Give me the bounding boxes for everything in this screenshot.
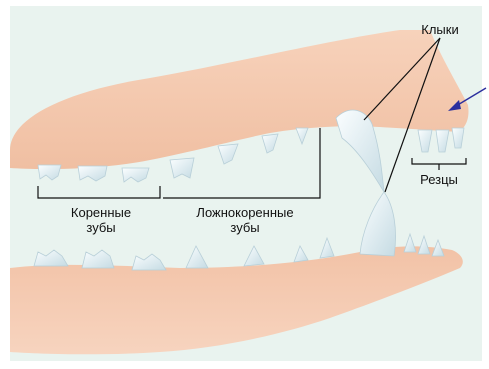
lower-premolar-tooth bbox=[320, 238, 334, 258]
label-molars: Коренные зубы bbox=[56, 205, 146, 235]
incisors-bracket bbox=[412, 158, 466, 164]
upper-premolar-tooth bbox=[170, 158, 194, 178]
label-canines: Клыки bbox=[410, 22, 470, 37]
upper-incisor-tooth bbox=[452, 128, 464, 148]
lower-molar-tooth bbox=[34, 250, 68, 266]
upper-incisors bbox=[418, 128, 464, 152]
label-premolars: Ложнокоренные зубы bbox=[180, 205, 310, 235]
upper-molar-tooth bbox=[122, 168, 149, 182]
lower-incisor-tooth bbox=[418, 236, 430, 254]
lower-canine-tooth bbox=[360, 192, 396, 256]
molars-bracket bbox=[38, 186, 160, 198]
upper-premolar-tooth bbox=[262, 134, 278, 153]
upper-molars bbox=[38, 165, 149, 182]
upper-premolar-tooth bbox=[296, 128, 308, 144]
lower-jaw-gum bbox=[10, 246, 463, 354]
upper-incisor-tooth bbox=[418, 130, 432, 152]
upper-premolar-tooth bbox=[218, 144, 238, 164]
lower-premolar-tooth bbox=[186, 246, 208, 268]
label-incisors: Резцы bbox=[408, 172, 470, 187]
upper-incisor-tooth bbox=[436, 130, 449, 152]
lower-molar-tooth bbox=[132, 254, 166, 270]
lower-premolar-tooth bbox=[294, 246, 308, 262]
upper-molar-tooth bbox=[38, 165, 61, 180]
lower-molar-tooth bbox=[82, 250, 114, 268]
lower-incisor-tooth bbox=[404, 234, 416, 252]
upper-molar-tooth bbox=[78, 166, 107, 181]
lower-premolar-tooth bbox=[244, 246, 264, 266]
upper-jaw-gum bbox=[10, 30, 469, 169]
